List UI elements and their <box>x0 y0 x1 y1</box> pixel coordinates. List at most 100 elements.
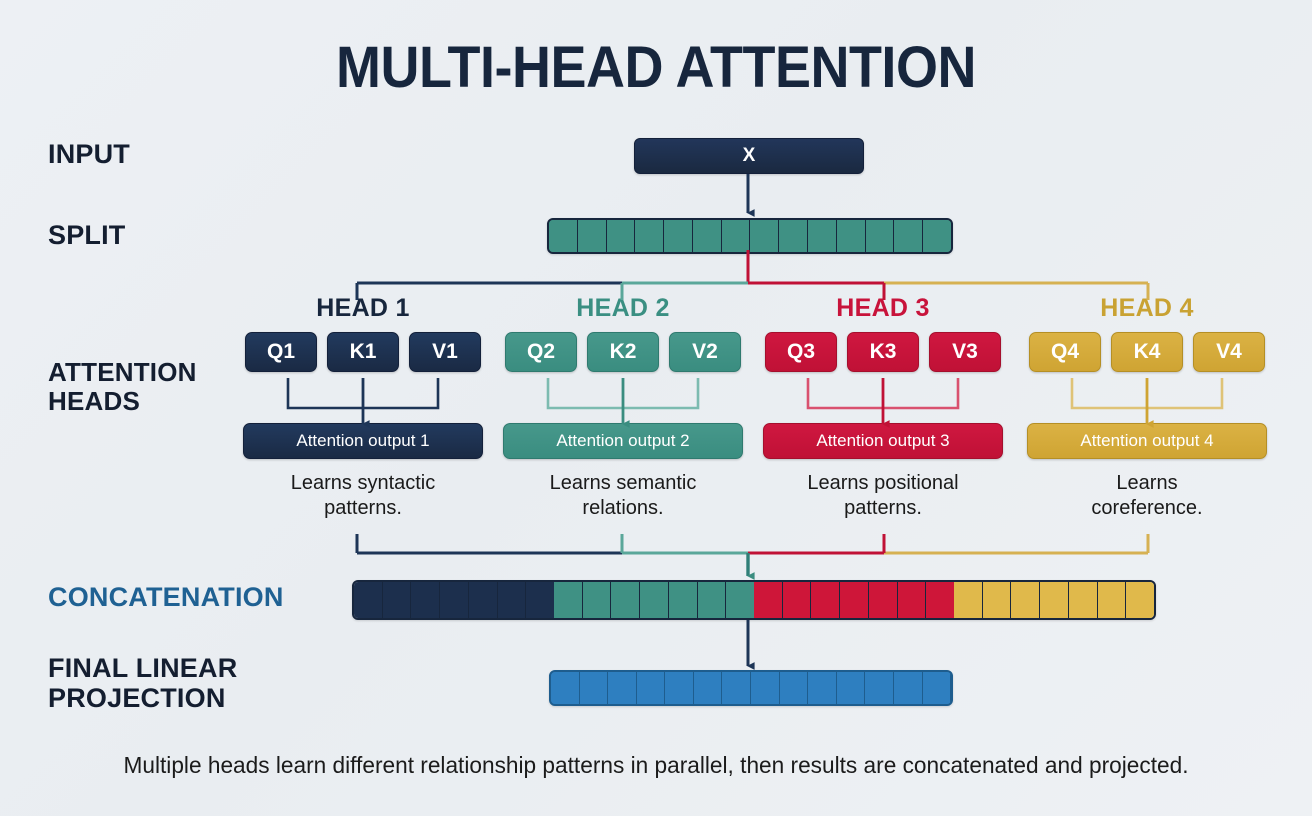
attention-output-box-1: Attention output 1 <box>243 423 483 459</box>
vector-cell <box>577 220 607 252</box>
q-box-4: Q4 <box>1029 332 1101 372</box>
row-label-final-projection-line1: FINAL LINEAR <box>48 653 238 683</box>
vector-cell <box>549 220 578 252</box>
vector-cell <box>382 582 412 618</box>
vector-cell <box>754 582 783 618</box>
vector-cell <box>411 582 441 618</box>
vector-cell <box>865 672 894 704</box>
footer-caption: Multiple heads learn different relations… <box>123 752 1189 778</box>
concatenation-segment <box>954 582 1154 618</box>
concatenation-segment <box>554 582 755 618</box>
head-description-2: Learns semantic relations. <box>503 471 743 521</box>
head-title-3: HEAD 3 <box>836 294 930 322</box>
head-description-4-line2: coreference. <box>1091 497 1203 520</box>
vector-cell <box>551 672 580 704</box>
row-label-split: SPLIT <box>48 220 126 250</box>
input-x-box: X <box>634 138 864 174</box>
row-label-attention-heads: ATTENTION HEADS <box>48 357 278 417</box>
vector-cell <box>897 582 927 618</box>
vector-cell <box>922 672 951 704</box>
vector-cell <box>722 672 752 704</box>
vector-cell <box>721 220 751 252</box>
v-box-1: V1 <box>409 332 481 372</box>
head-description-1-line1: Learns syntactic <box>290 472 436 494</box>
vector-cell <box>840 582 869 618</box>
vector-cell <box>693 672 723 704</box>
final-projection-vector-bar <box>549 670 953 706</box>
row-label-final-projection: FINAL LINEAR PROJECTION <box>48 653 298 713</box>
head-column-4: HEAD 4 Q4 K4 V4 Attention output 4 Learn… <box>1027 294 1267 521</box>
vector-cell <box>1011 582 1041 618</box>
vector-cell <box>1040 582 1069 618</box>
k-box-4: K4 <box>1111 332 1183 372</box>
vector-cell <box>468 582 498 618</box>
v-box-2: V2 <box>669 332 741 372</box>
vector-cell <box>526 582 555 618</box>
head-description-1: Learns syntactic patterns. <box>243 471 483 521</box>
vector-cell <box>440 582 469 618</box>
vector-cell <box>636 672 666 704</box>
vector-cell <box>611 582 641 618</box>
vector-cell <box>579 672 609 704</box>
vector-cell <box>664 220 693 252</box>
attention-output-box-3: Attention output 3 <box>763 423 1003 459</box>
vector-cell <box>606 220 636 252</box>
concatenation-segment <box>754 582 955 618</box>
vector-cell <box>750 220 780 252</box>
vector-cell <box>982 582 1012 618</box>
head-column-2: HEAD 2 Q2 K2 V2 Attention output 2 Learn… <box>503 294 743 521</box>
vector-cell <box>808 672 837 704</box>
qkv-row-3: Q3 K3 V3 <box>763 332 1003 372</box>
qkv-row-4: Q4 K4 V4 <box>1027 332 1267 372</box>
k-box-1: K1 <box>327 332 399 372</box>
vector-cell <box>697 582 727 618</box>
vector-cell <box>665 672 694 704</box>
vector-cell <box>582 582 612 618</box>
k-box-2: K2 <box>587 332 659 372</box>
vector-cell <box>668 582 698 618</box>
vector-cell <box>893 672 923 704</box>
row-label-attention-heads-line1: ATTENTION <box>48 357 197 387</box>
vector-cell <box>811 582 841 618</box>
vector-cell <box>1068 582 1098 618</box>
concatenation-vector-bar <box>352 580 1156 620</box>
qkv-row-2: Q2 K2 V2 <box>503 332 743 372</box>
head-description-3: Learns positional patterns. <box>763 471 1003 521</box>
qkv-row-1: Q1 K1 V1 <box>243 332 483 372</box>
head-description-2-line2: relations. <box>582 497 664 520</box>
vector-cell <box>836 220 866 252</box>
q-box-1: Q1 <box>245 332 317 372</box>
attention-output-box-2: Attention output 2 <box>503 423 743 459</box>
vector-cell <box>865 220 895 252</box>
vector-cell <box>608 672 637 704</box>
vector-cell <box>751 672 780 704</box>
row-label-attention-heads-line2: HEADS <box>48 386 141 417</box>
vector-cell <box>954 582 983 618</box>
vector-cell <box>1097 582 1127 618</box>
row-label-final-projection-line2: PROJECTION <box>48 683 226 714</box>
vector-cell <box>354 582 383 618</box>
row-label-concatenation: CONCATENATION <box>48 582 284 612</box>
vector-cell <box>926 582 955 618</box>
head-description-2-line1: Learns semantic <box>549 472 697 494</box>
vector-cell <box>640 582 669 618</box>
head-title-2: HEAD 2 <box>576 294 670 322</box>
k-box-3: K3 <box>847 332 919 372</box>
vector-cell <box>497 582 527 618</box>
vector-cell <box>726 582 755 618</box>
vector-cell <box>808 220 837 252</box>
head-description-4: Learns coreference. <box>1027 471 1267 521</box>
head-column-3: HEAD 3 Q3 K3 V3 Attention output 3 Learn… <box>763 294 1003 521</box>
attention-output-box-4: Attention output 4 <box>1027 423 1267 459</box>
v-box-4: V4 <box>1193 332 1265 372</box>
vector-cell <box>554 582 583 618</box>
vector-cell <box>779 672 809 704</box>
concatenation-segment <box>354 582 555 618</box>
vector-cell <box>923 220 951 252</box>
head-description-3-line1: Learns positional <box>807 472 959 494</box>
split-vector-bar <box>547 218 953 254</box>
vector-cell <box>894 220 924 252</box>
vector-cell <box>1126 582 1154 618</box>
vector-cell <box>782 582 812 618</box>
